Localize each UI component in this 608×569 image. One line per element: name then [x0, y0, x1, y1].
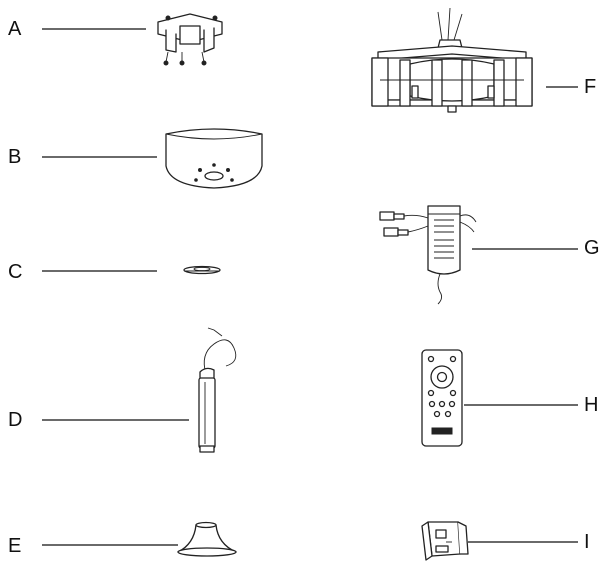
motor-assembly-icon: [371, 7, 533, 113]
part-label-d: D: [8, 409, 22, 431]
part-label-e: E: [8, 535, 21, 557]
part-label-a: A: [8, 18, 22, 40]
part-label-g: G: [584, 237, 600, 259]
part-i: I: [421, 521, 590, 561]
part-label-h: H: [584, 394, 598, 416]
part-label-b: B: [8, 146, 21, 168]
part-g: G: [379, 205, 600, 305]
canopy-ring-icon: [183, 265, 221, 275]
remote-holder-icon: [421, 521, 469, 561]
part-f: F: [371, 7, 596, 113]
decorative-cover-icon: [177, 521, 237, 557]
part-h: H: [421, 349, 598, 447]
mounting-bracket-icon: [157, 13, 223, 66]
part-e: E: [8, 521, 237, 557]
part-label-c: C: [8, 261, 22, 283]
part-b: B: [8, 128, 263, 189]
remote-control-icon: [421, 349, 463, 447]
part-label-f: F: [584, 76, 596, 98]
part-c: C: [8, 261, 221, 283]
receiver-icon: [379, 205, 477, 305]
part-d: D: [8, 327, 237, 453]
part-label-i: I: [584, 531, 590, 553]
part-a: A: [8, 13, 223, 66]
downrod-icon: [198, 327, 237, 453]
canopy-icon: [165, 128, 263, 189]
